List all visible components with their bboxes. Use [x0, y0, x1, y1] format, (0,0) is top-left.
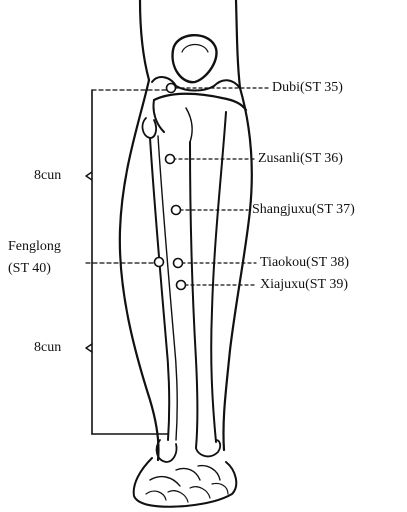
bracket-upper-notch	[86, 172, 92, 180]
label-xiajuxu: Xiajuxu(ST 39)	[260, 278, 348, 292]
label-fenglong: Fenglong	[8, 240, 61, 254]
thigh-outline-right	[236, 0, 240, 88]
point-dubi	[167, 84, 176, 93]
point-xiajuxu	[177, 281, 186, 290]
tibia-shaft-right	[211, 112, 226, 442]
bracket-lower-notch	[86, 344, 92, 352]
point-zusanli	[166, 155, 175, 164]
shin-outline-right	[223, 88, 251, 450]
foot-bones-1	[150, 477, 180, 486]
patella-inner	[182, 45, 208, 53]
point-tiaokou	[174, 259, 183, 268]
tibial-plateau	[154, 94, 246, 110]
tibial-head-left	[153, 100, 164, 132]
point-shangjuxu	[172, 206, 181, 215]
label-zusanli: Zusanli(ST 36)	[258, 152, 343, 166]
patella	[173, 35, 217, 82]
thigh-outline	[140, 0, 149, 80]
foot-bones-3	[198, 466, 220, 480]
label-upper-cun: 8cun	[34, 169, 61, 183]
foot-bones-7	[212, 483, 228, 494]
point-fenglong	[155, 258, 164, 267]
tibia-shaft-left	[190, 142, 198, 448]
foot-bones-5	[168, 491, 188, 502]
foot-bones-6	[190, 487, 210, 498]
foot-bones-4	[146, 491, 166, 500]
label-dubi: Dubi(ST 35)	[272, 81, 343, 95]
label-shangjuxu: Shangjuxu(ST 37)	[252, 203, 355, 217]
fibula-shaft	[150, 138, 169, 440]
lateral-malleolus	[157, 440, 177, 462]
foot-outline	[134, 458, 237, 507]
label-fenglong-code: (ST 40)	[8, 262, 51, 276]
tibial-tuberosity	[186, 108, 192, 142]
fibula-head	[143, 118, 157, 138]
label-tiaokou: Tiaokou(ST 38)	[260, 256, 349, 270]
label-lower-cun: 8cun	[34, 341, 61, 355]
foot-bones-2	[176, 468, 200, 480]
